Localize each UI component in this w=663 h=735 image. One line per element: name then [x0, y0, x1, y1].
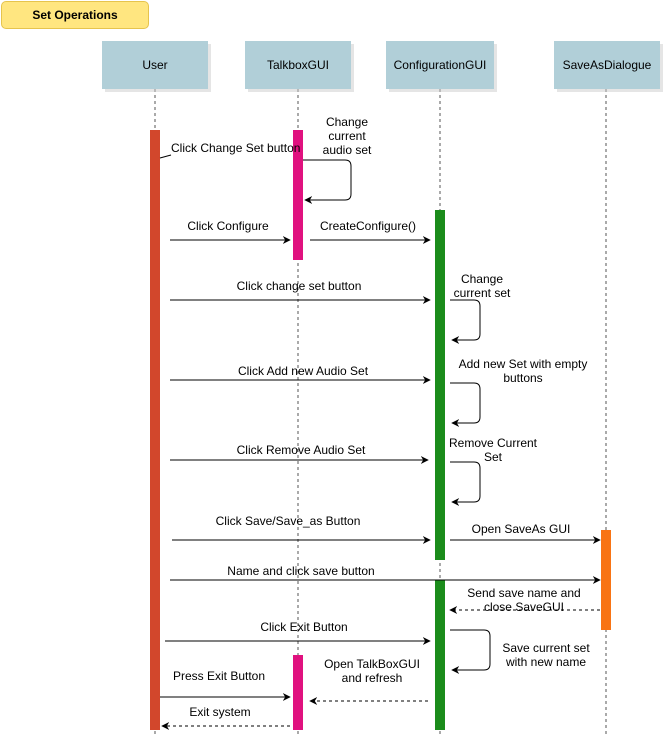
actor-box-saveas	[554, 41, 660, 89]
message-label-m4: CreateConfigure()	[320, 219, 416, 233]
self-loop-m2	[303, 159, 352, 204]
message-m7: Click Add new Audio Set	[170, 364, 431, 384]
talkbox-activation-2	[293, 655, 303, 730]
diagram-title: Set Operations	[32, 8, 118, 22]
self-loop-m8	[450, 382, 481, 427]
message-line-m1	[159, 154, 172, 159]
self-loop-m16	[450, 629, 491, 674]
message-label-m9: Click Remove Audio Set	[237, 443, 366, 457]
message-label-m13: Name and click save button	[227, 564, 374, 578]
actor-box-talkbox	[245, 41, 351, 89]
message-label-m15: Click Exit Button	[260, 620, 347, 634]
message-m11: Click Save/Save_as Button	[172, 514, 431, 544]
actor-label-talkbox: TalkboxGUI	[267, 58, 329, 72]
actor-box-user	[102, 41, 208, 89]
title-tag: Set Operations	[1, 1, 149, 29]
message-m12: Open SaveAs GUI	[450, 522, 601, 544]
message-label-m1: Click Change Set button	[171, 141, 300, 155]
message-label-m19: Exit system	[189, 705, 250, 719]
message-m19: Exit system	[161, 705, 290, 730]
message-m9: Click Remove Audio Set	[170, 443, 429, 464]
message-m18: Press Exit Button	[160, 669, 291, 701]
message-label-m7: Click Add new Audio Set	[238, 364, 369, 378]
actor-label-saveas: SaveAsDialogue	[563, 58, 652, 72]
actor-box-config	[386, 41, 494, 89]
message-m3: Click Configure	[170, 219, 291, 244]
message-label-m5: Click change set button	[237, 279, 362, 293]
message-m13: Name and click save button	[170, 564, 601, 584]
message-label-m18: Press Exit Button	[173, 669, 265, 683]
self-loop-m6	[450, 299, 481, 344]
actor-label-config: ConfigurationGUI	[394, 58, 487, 72]
self-loop-m10	[450, 461, 481, 506]
message-label-m11: Click Save/Save_as Button	[216, 514, 361, 528]
user-activation	[150, 130, 160, 730]
message-m5: Click change set button	[170, 279, 431, 304]
config-activation-1	[435, 210, 445, 560]
talkbox-activation-1	[293, 130, 303, 260]
message-m1: Click Change Set button	[159, 141, 300, 159]
actor-label-user: User	[142, 58, 167, 72]
config-activation-2	[435, 580, 445, 730]
saveas-activation	[601, 530, 611, 630]
message-m15: Click Exit Button	[165, 620, 431, 645]
message-label-m3: Click Configure	[187, 219, 269, 233]
message-label-m12: Open SaveAs GUI	[472, 522, 571, 536]
message-m4: CreateConfigure()	[310, 219, 431, 244]
